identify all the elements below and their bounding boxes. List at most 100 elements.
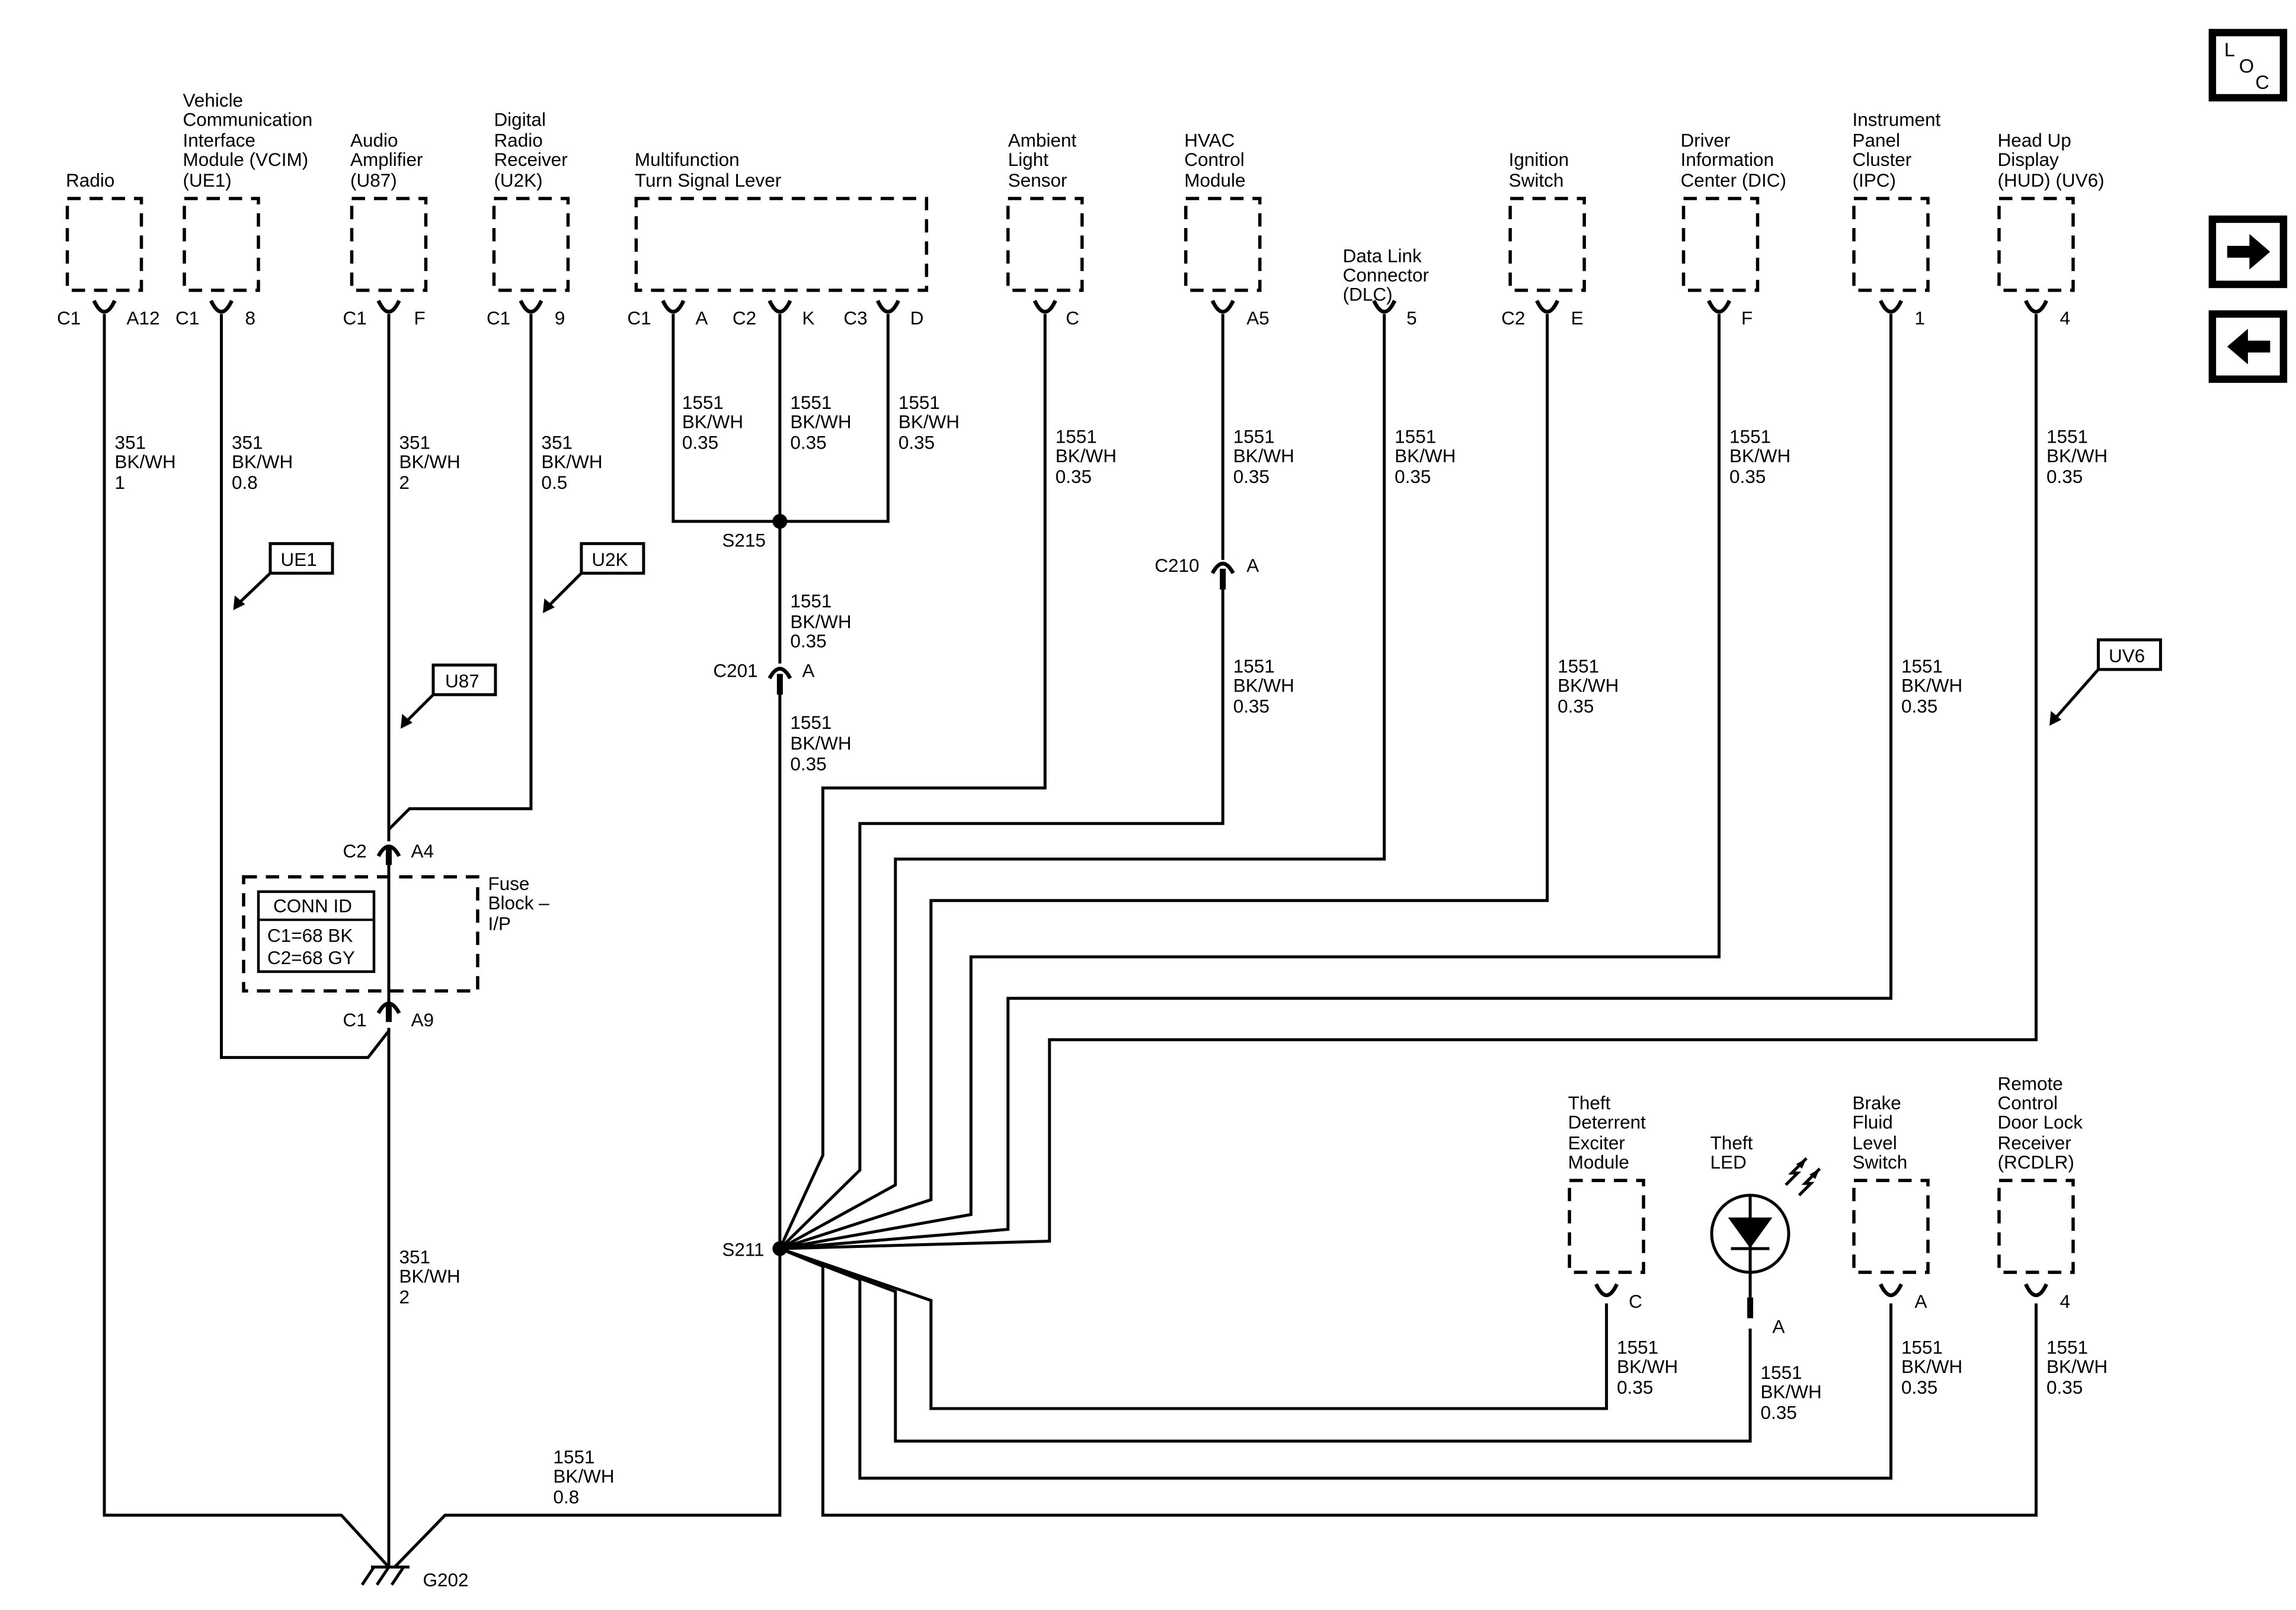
pin-mfl3-conn: C3	[843, 307, 867, 328]
pin-tdem: C	[1629, 1291, 1642, 1312]
pin-ign-conn: C2	[1501, 307, 1525, 328]
loc-letter-l: L	[2224, 39, 2235, 60]
option-u2k: U2K	[591, 549, 628, 570]
pin-led: A	[1773, 1316, 1785, 1337]
pin-radio: A12	[127, 307, 160, 328]
connector-c201-pin: A	[802, 660, 814, 681]
box-vcim	[183, 197, 260, 292]
pin-mfl1-conn: C1	[627, 307, 651, 328]
pin-fuse-top-conn: C2	[343, 840, 366, 862]
box-head-up-display	[1997, 197, 2075, 292]
pin-vcim-conn: C1	[175, 307, 199, 328]
pin-fuse-bottom-conn: C1	[343, 1009, 366, 1030]
pin-labels: C1 A12 C1 8 C1 F C1 9 C1 A C2 K C3 D C A…	[57, 307, 2070, 1337]
previous-page-button[interactable]	[2208, 310, 2288, 383]
wire-ipc	[779, 313, 1893, 1250]
pin-radio-conn: C1	[57, 307, 81, 328]
option-callouts	[236, 542, 2162, 724]
splice-s215: S215	[722, 529, 766, 550]
wire-led	[779, 1247, 1752, 1443]
wire-ign	[779, 313, 1549, 1250]
wire-c201-s211	[394, 693, 782, 1569]
pin-dlc: 5	[1406, 307, 1417, 328]
pin-ign: E	[1571, 307, 1584, 328]
option-uv6: UV6	[2109, 645, 2145, 666]
pin-vcim: 8	[245, 307, 256, 328]
conn-id-c1: C1=68 BK	[267, 925, 353, 946]
box-radio	[65, 197, 143, 292]
connector-c210: C210	[1155, 555, 1199, 576]
pin-dic: F	[1741, 307, 1753, 328]
box-driver-information-center	[1681, 197, 1760, 292]
pin-amp-conn: C1	[343, 307, 366, 328]
pin-mfl2: K	[802, 307, 814, 328]
next-page-button[interactable]	[2208, 215, 2288, 289]
pin-ipc: 1	[1915, 307, 1926, 328]
splice-s215-dot	[772, 514, 788, 529]
option-u87: U87	[445, 670, 479, 692]
ground-label: G202	[423, 1569, 468, 1590]
pin-als: C	[1066, 307, 1079, 328]
box-multifunction-lever	[634, 197, 929, 292]
wire-hud	[779, 313, 2038, 1250]
splices: S215 S211	[722, 514, 788, 1260]
inline-connector-pins	[385, 568, 1754, 1318]
box-fuse-block	[242, 875, 479, 993]
box-ambient-light-sensor	[1006, 197, 1084, 292]
option-callout-arrows	[233, 595, 2061, 729]
component-boxes	[65, 197, 2075, 1274]
box-theft-deterrent-exciter	[1568, 1179, 1645, 1274]
wire-hvac-lower	[779, 583, 1224, 1250]
wire-rcdlr	[779, 1247, 2038, 1517]
connector-c210-pin: A	[1246, 555, 1259, 576]
pin-hud: 4	[2060, 307, 2070, 328]
pin-drr: 9	[555, 307, 565, 328]
box-ignition-switch	[1508, 197, 1586, 292]
wire-als	[778, 313, 1047, 1250]
wire-radio	[103, 313, 390, 1569]
box-rcdlr	[1997, 1179, 2075, 1274]
conn-id-title: CONN ID	[273, 895, 352, 917]
option-ue1: UE1	[281, 549, 317, 570]
pin-hvac: A5	[1246, 307, 1269, 328]
loc-button[interactable]: L O C	[2208, 28, 2288, 102]
pin-mfl3: D	[910, 307, 924, 328]
connector-c201: C201	[713, 660, 757, 681]
wire-dic	[779, 313, 1721, 1250]
box-hvac-control-module	[1184, 197, 1262, 292]
arrow-left-icon	[2227, 328, 2271, 364]
conn-id-table: CONN ID C1=68 BK C2=68 GY	[257, 890, 376, 973]
pin-amp: F	[414, 307, 425, 328]
loc-letter-c: C	[2255, 72, 2269, 93]
wire-dlc	[779, 313, 1386, 1250]
arrow-right-icon	[2227, 233, 2271, 270]
